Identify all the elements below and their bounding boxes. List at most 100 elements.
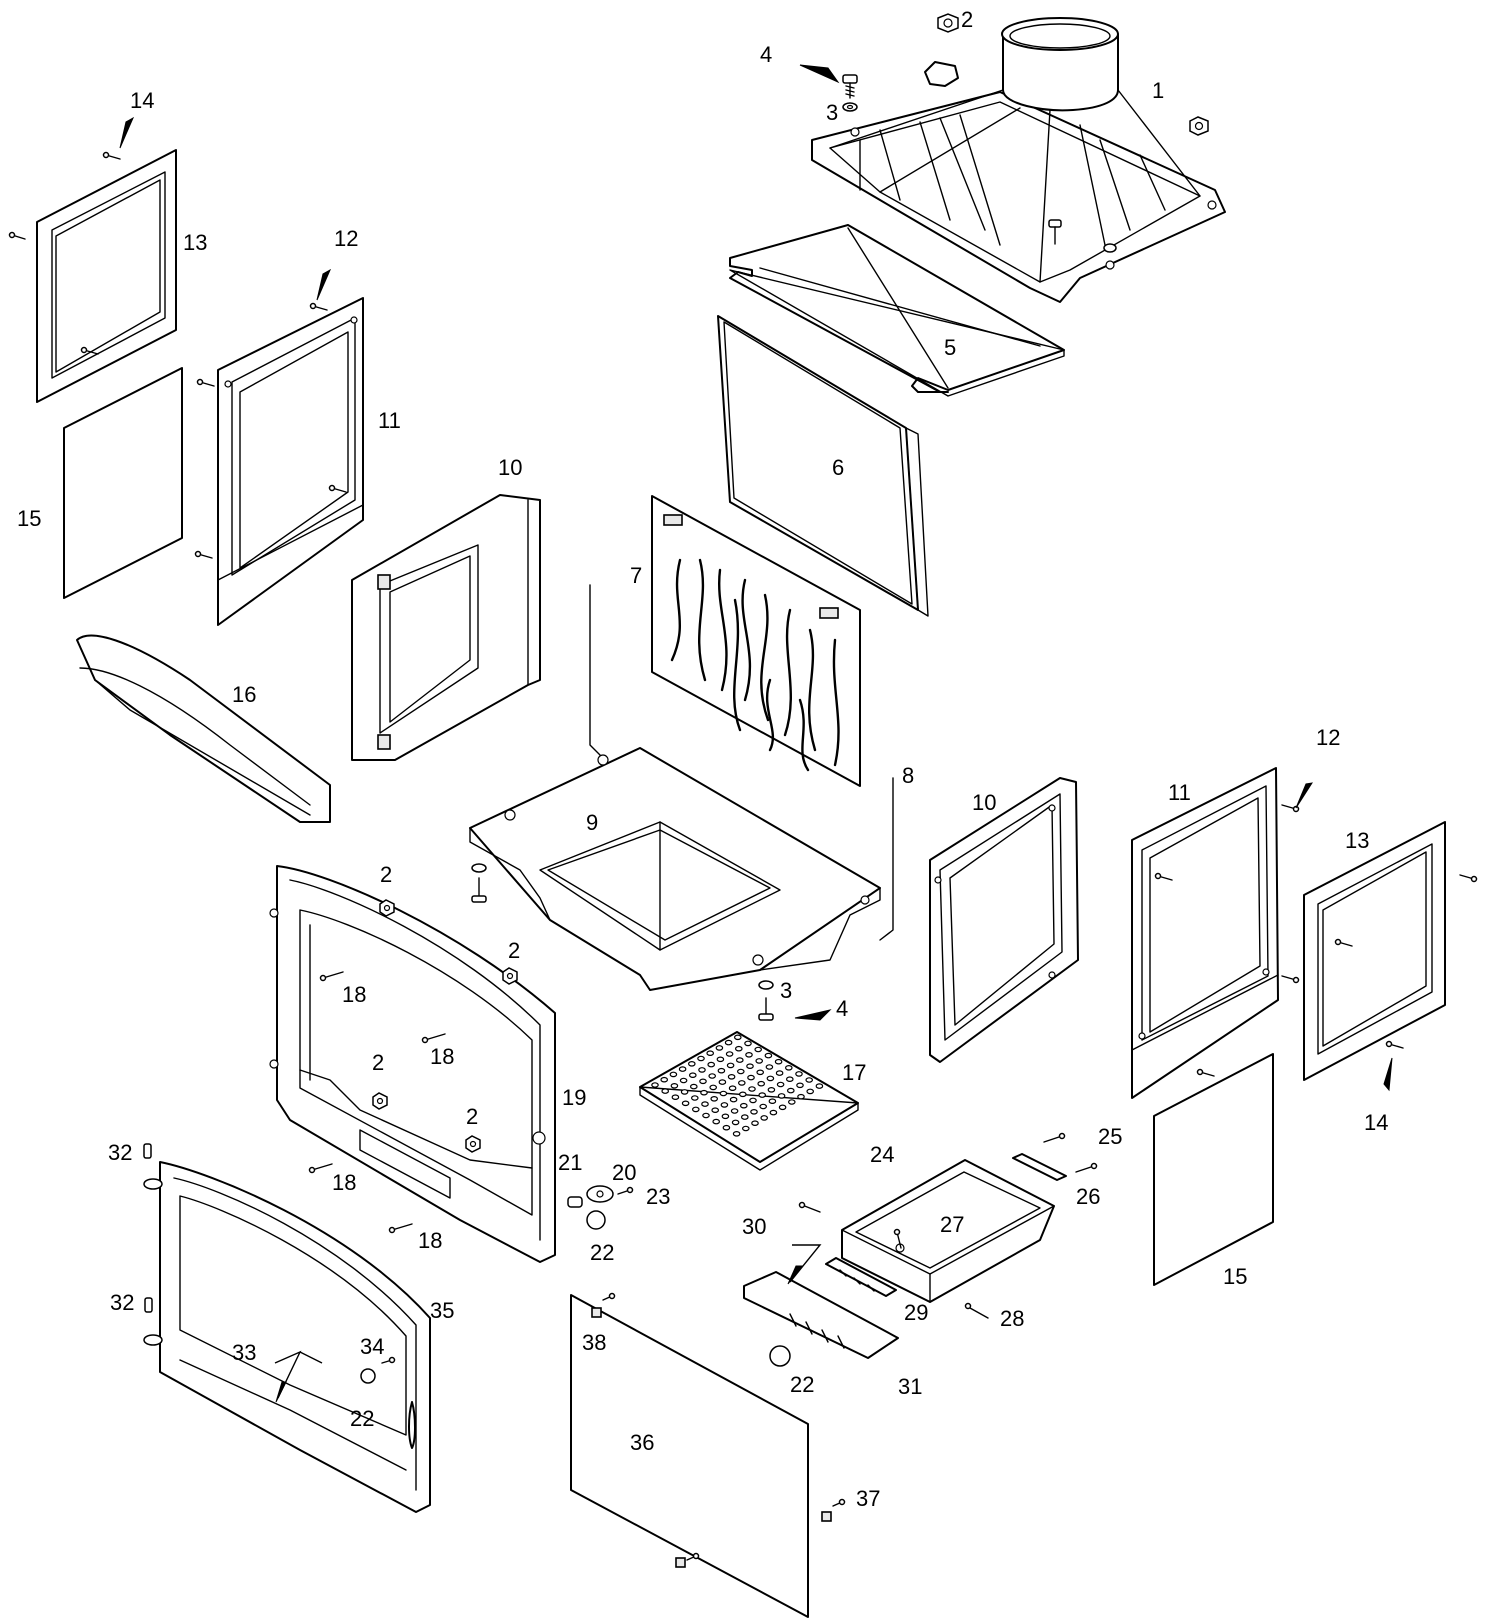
grate-hole [806, 1088, 815, 1095]
screw-14-left-top [102, 151, 121, 160]
grate-hole [709, 1084, 718, 1091]
grate-hole [785, 1076, 794, 1083]
hardware-washer-left-9 [471, 863, 487, 873]
rivet-left-ashpan [798, 1201, 821, 1213]
grate-hole [721, 1113, 730, 1120]
grate-hole [755, 1058, 764, 1064]
grate-hole [729, 1096, 738, 1103]
hardware-top-bolt-4 [842, 74, 858, 99]
grate-hole [759, 1103, 768, 1110]
hinge-bracket-bottom [143, 1334, 163, 1346]
callout-22-b: 22 [790, 1372, 814, 1397]
callout-21: 21 [558, 1150, 582, 1175]
grate-hole [669, 1071, 678, 1078]
screw-18-a [319, 971, 344, 982]
screw-18-c [308, 1163, 333, 1174]
grate-hole [786, 1087, 795, 1094]
grate-hole [719, 1090, 728, 1097]
callout-19: 19 [562, 1085, 586, 1110]
screw-11-left-b [194, 550, 213, 559]
grate-hole [733, 1034, 742, 1041]
hardware-nut-right [1189, 116, 1209, 136]
part-5-baffle [729, 224, 1065, 397]
callout-2-face-c: 2 [372, 1050, 384, 1075]
screw-18-b [421, 1033, 446, 1044]
grate-hole [706, 1050, 715, 1057]
part-21-bushing [567, 1196, 583, 1208]
grate-hole [784, 1065, 793, 1071]
screw-11-left-c [328, 484, 347, 493]
grate-hole [689, 1083, 698, 1090]
grate-hole [754, 1046, 763, 1053]
callout-18-c: 18 [332, 1170, 356, 1195]
callout-5: 5 [944, 335, 956, 360]
part-20-damper-plate [586, 1185, 614, 1203]
grate-hole [718, 1079, 727, 1085]
grate-hole [681, 1100, 690, 1107]
grate-hole [745, 1052, 753, 1058]
grate-hole [760, 1115, 769, 1121]
callout-18-b: 18 [430, 1044, 454, 1069]
part-37-clip [821, 1498, 846, 1522]
callout-22-a: 22 [590, 1240, 614, 1265]
callout-18-d: 18 [418, 1228, 442, 1253]
part-15-right-glass [1153, 1053, 1274, 1286]
grate-hole [766, 1075, 775, 1082]
callout-14-left: 14 [130, 88, 154, 113]
part-10-left-side-panel [351, 494, 541, 761]
rod-left [589, 584, 601, 756]
hardware-nut-2-face-d [465, 1135, 481, 1153]
grate-hole [748, 1086, 756, 1092]
hardware-nut-2-face-c [372, 1092, 388, 1110]
callout-23: 23 [646, 1184, 670, 1209]
callout-labels: 1 2 3 4 5 6 7 8 9 10 10 11 11 12 12 13 1… [17, 7, 1388, 1511]
screw-13-left-side [8, 231, 26, 240]
screw-11-left-a [196, 378, 215, 387]
grate-hole [720, 1102, 729, 1108]
callout-9: 9 [586, 810, 598, 835]
grate-hole [732, 1131, 741, 1137]
callout-22-c: 22 [350, 1406, 374, 1431]
grate-hole [697, 1055, 705, 1062]
callout-34: 34 [360, 1334, 384, 1359]
hardware-nut-2-face-b [502, 967, 518, 985]
callout-4-bottom: 4 [836, 996, 848, 1021]
grate-hole [679, 1077, 688, 1084]
callout-2-face-d: 2 [466, 1104, 478, 1129]
callout-28: 28 [1000, 1306, 1024, 1331]
grate-hole [758, 1092, 767, 1098]
part-8-rod [879, 777, 894, 941]
grate-hole [757, 1080, 766, 1087]
grate-hole [715, 1045, 724, 1051]
callout-37: 37 [856, 1486, 880, 1511]
callout-25: 25 [1098, 1124, 1122, 1149]
grate-hole [670, 1083, 679, 1089]
grate-hole [746, 1063, 754, 1070]
grate-hole [747, 1074, 755, 1081]
grate-hole [702, 1112, 710, 1119]
grate-hole [739, 1102, 748, 1109]
callout-27: 27 [940, 1212, 964, 1237]
part-6-fireback [717, 315, 929, 617]
callout-17: 17 [842, 1060, 866, 1085]
callout-20: 20 [612, 1160, 636, 1185]
grate-hole [726, 1062, 735, 1069]
callout-10-right: 10 [972, 790, 996, 815]
callout-13-right: 13 [1345, 828, 1369, 853]
grate-hole [769, 1109, 778, 1116]
callout-3-bottom: 3 [780, 978, 792, 1003]
part-11-right-frame [1131, 767, 1279, 1099]
door-glass-clip-bottom [675, 1552, 700, 1568]
grate-hole [734, 1045, 743, 1052]
hardware-washer-3-bottom [758, 980, 774, 990]
grate-hole [797, 1093, 805, 1100]
callout-35: 35 [430, 1298, 454, 1323]
callout-15-right: 15 [1223, 1264, 1247, 1289]
grate-hole [698, 1067, 706, 1073]
part-26-strip [1012, 1153, 1067, 1181]
grate-hole [778, 1104, 787, 1111]
grate-hole [725, 1051, 734, 1057]
part-16-trim-bar [76, 634, 331, 823]
part-7-flame-panel [651, 495, 861, 787]
part-23-screw [617, 1186, 634, 1195]
